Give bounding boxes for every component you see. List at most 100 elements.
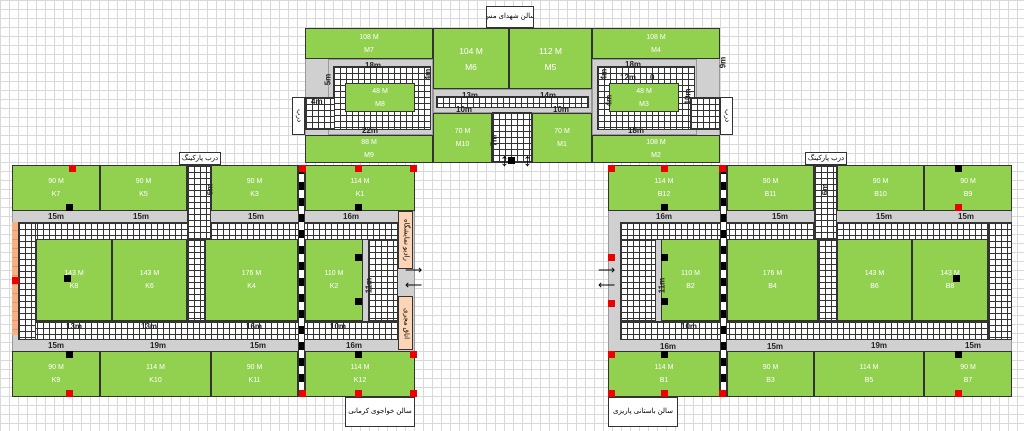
dimension-label: 15m (48, 212, 65, 221)
black-marker (508, 157, 515, 164)
room-area: 70 M (454, 128, 471, 135)
dimension-label: 9m (718, 56, 728, 69)
dimension-label: 10m (681, 322, 698, 331)
room-area: 108 M (359, 33, 379, 41)
black-marker (64, 275, 71, 282)
dimension-label: 10m (456, 105, 473, 114)
stair-strip (298, 165, 305, 397)
room-code: K10 (149, 377, 162, 384)
red-marker (355, 390, 362, 397)
right-exit-walkway (690, 97, 720, 130)
hall-label-right[interactable]: سالن باستانی پاریزی (608, 397, 678, 427)
dimension-label: 15m (250, 341, 267, 350)
dimension-label: 18m (365, 61, 382, 70)
entrance-arrow-icon: ↕ (500, 150, 509, 170)
dimension-label: 4m (423, 68, 433, 81)
red-marker (66, 390, 73, 397)
room-code: K12 (353, 377, 367, 384)
room-area: 108 M (646, 139, 666, 146)
room-area: 90 M (48, 178, 64, 185)
room-area: 108 M (646, 33, 666, 41)
dimension-label: 6m (205, 183, 215, 196)
dimension-label: 19m (871, 341, 888, 350)
dimension-label: 16m (343, 212, 360, 221)
dimension-label: 16m (660, 342, 677, 351)
dimension-label: 15m (767, 342, 784, 351)
hall-label-left[interactable]: سالن خواجوی کرمانی (345, 397, 415, 427)
parking-door-left[interactable]: درب پارکینگ (179, 152, 221, 165)
red-marker (410, 165, 417, 172)
black-marker (661, 204, 668, 211)
room-code: B2 (686, 283, 695, 290)
right-stair-walkway (814, 165, 837, 239)
entrance-arrow-icon: ⟶ (405, 263, 423, 277)
room-area: 70 M (554, 128, 570, 135)
parking-door-right[interactable]: درب پارکینگ (805, 152, 847, 165)
room-k7[interactable]: 90 M K7 (12, 165, 100, 211)
side-door-left[interactable]: درب (292, 97, 305, 135)
right-walkway-mid (818, 239, 837, 321)
hall-label-top[interactable]: سالن شهدای مس (486, 6, 534, 28)
room-area: 88 M (361, 139, 377, 146)
entrance-arrow-icon: ↕ (523, 150, 532, 170)
dimension-label: 16m (246, 322, 263, 331)
room-area: 90 M (135, 178, 152, 185)
black-marker (355, 254, 362, 261)
room-code: M3 (639, 100, 649, 108)
side-door-right[interactable]: درب (720, 97, 733, 135)
dimension-label: 6m (820, 183, 830, 196)
red-marker (410, 390, 417, 397)
room-area: 90 M (762, 178, 779, 185)
room-area: 90 M (246, 178, 263, 185)
red-marker (608, 300, 615, 307)
dimension-label: 7m (489, 134, 499, 147)
red-marker (299, 390, 306, 397)
red-marker (608, 165, 615, 172)
red-marker (12, 277, 19, 284)
room-area: 143 M (940, 270, 960, 277)
room-area: 90 M (48, 364, 64, 371)
central-walkway (436, 96, 589, 108)
room-code: B5 (864, 377, 874, 384)
left-stair-walkway (187, 165, 211, 239)
entrance-arrow-icon: ⟵ (598, 278, 616, 292)
room-code: K7 (51, 191, 61, 198)
red-marker (955, 390, 962, 397)
room-area: 112 M (539, 45, 562, 56)
red-marker (355, 165, 362, 172)
dimension-label: 22m (362, 126, 379, 135)
room-code: K8 (69, 283, 79, 290)
